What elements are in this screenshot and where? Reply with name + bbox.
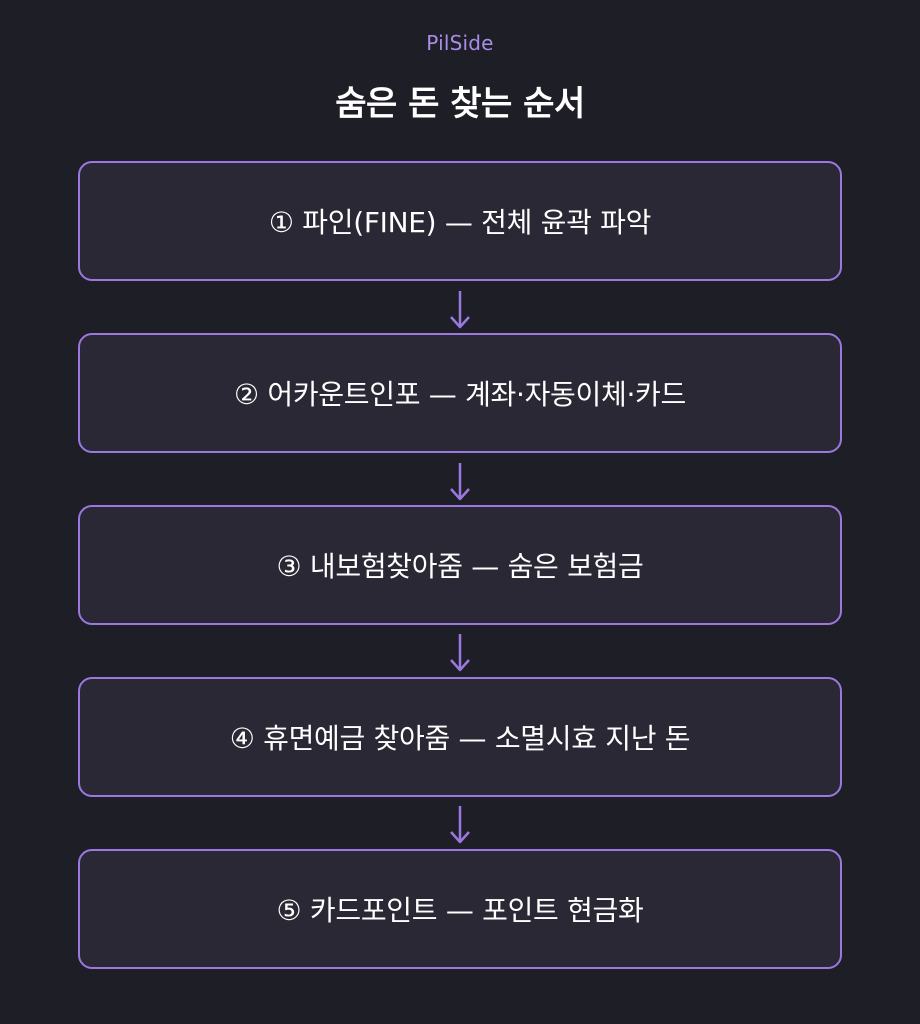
down-arrow-icon <box>449 634 471 672</box>
step-box-1: ① 파인(FINE) — 전체 윤곽 파악 <box>78 161 842 281</box>
step-label-4: ④ 휴면예금 찾아줌 — 소멸시효 지난 돈 <box>229 722 691 755</box>
step-box-4: ④ 휴면예금 찾아줌 — 소멸시효 지난 돈 <box>78 677 842 797</box>
step-box-5: ⑤ 카드포인트 — 포인트 현금화 <box>78 849 842 969</box>
step-label-5: ⑤ 카드포인트 — 포인트 현금화 <box>276 894 644 927</box>
step-label-3: ③ 내보험찾아줌 — 숨은 보험금 <box>276 550 644 583</box>
step-box-3: ③ 내보험찾아줌 — 숨은 보험금 <box>78 505 842 625</box>
brand-label: PilSide <box>426 31 494 55</box>
down-arrow-icon <box>449 806 471 844</box>
step-label-1: ① 파인(FINE) — 전체 윤곽 파악 <box>268 206 652 239</box>
page-title: 숨은 돈 찾는 순서 <box>335 84 585 124</box>
down-arrow-icon <box>449 463 471 501</box>
step-label-2: ② 어카운트인포 — 계좌·자동이체·카드 <box>234 378 686 411</box>
down-arrow-icon <box>449 291 471 329</box>
step-box-2: ② 어카운트인포 — 계좌·자동이체·카드 <box>78 333 842 453</box>
